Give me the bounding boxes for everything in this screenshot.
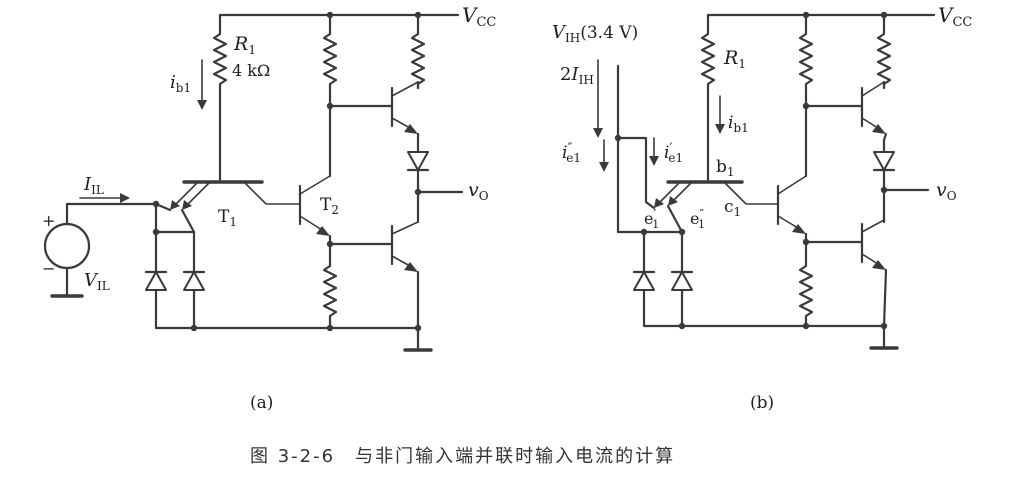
svg-text:e′1: e′1 — [644, 207, 659, 231]
svg-text:i″e1: i″e1 — [562, 141, 581, 165]
ib1-label-a: i — [170, 72, 176, 93]
svg-text:c1: c1 — [724, 197, 741, 219]
t2-label: T — [320, 195, 332, 215]
ie1p-label: i — [664, 143, 669, 163]
r1-label-b: R — [723, 47, 738, 69]
iih-label: I — [570, 64, 579, 85]
svg-text:vO: vO — [936, 179, 957, 203]
iil-label: I — [83, 174, 92, 195]
svg-text:vO: vO — [468, 179, 489, 203]
panel-b-circuit — [593, 11, 936, 350]
r1-sub-b: 1 — [738, 57, 746, 71]
svg-text:VIL: VIL — [84, 270, 110, 293]
svg-text:IIL: IIL — [83, 174, 104, 197]
vil-label: V — [84, 270, 99, 291]
c1-sub: 1 — [734, 205, 742, 219]
iil-sub: IL — [91, 183, 104, 197]
svg-text:R1: R1 — [723, 47, 746, 71]
vil-sub: IL — [97, 279, 110, 293]
panel-a-circuit — [43, 11, 464, 352]
ie1pp-mark: ″ — [567, 141, 572, 156]
vcc-label-b: V — [938, 3, 955, 27]
r1-sub-a: 1 — [248, 43, 256, 57]
vo-sub-b: O — [947, 189, 957, 203]
svg-text:T2: T2 — [320, 195, 339, 217]
vo-label-b: v — [936, 179, 947, 201]
svg-text:T1: T1 — [218, 207, 237, 229]
svg-text:ib1: ib1 — [728, 113, 749, 135]
svg-text:2IIH: 2IIH — [560, 64, 594, 87]
minus-sign: − — [42, 259, 55, 278]
t1-label: T — [218, 207, 230, 227]
e1pp-label: e — [690, 209, 699, 228]
e1p-sub: 1 — [652, 218, 659, 231]
panel-b-label: (b) — [750, 393, 774, 413]
svg-text:ib1: ib1 — [170, 72, 191, 95]
vih-sub: IH — [565, 31, 580, 45]
e1pp-mark: ″ — [699, 207, 704, 221]
ie1p-mark: ′ — [669, 141, 672, 156]
vih-value: (3.4 V) — [580, 23, 638, 43]
ib1-sub-b: b1 — [733, 121, 748, 135]
r1-value-a: 4 kΩ — [232, 61, 270, 80]
svg-text:VCC: VCC — [938, 3, 972, 30]
vcc-sub-a: CC — [476, 15, 496, 30]
svg-text:VCC: VCC — [462, 3, 496, 30]
svg-text:b1: b1 — [716, 157, 735, 179]
e1p-mark: ′ — [653, 207, 656, 221]
svg-text:e″1: e″1 — [690, 207, 705, 231]
ie1p-sub: e1 — [668, 151, 683, 165]
vo-sub-a: O — [479, 189, 489, 203]
panel-a-label: (a) — [250, 393, 273, 413]
svg-text:VIH(3.4 V): VIH(3.4 V) — [552, 22, 638, 45]
figure-caption: 图 3-2-6 与非门输入端并联时输入电流的计算 — [250, 446, 675, 467]
svg-text:R1: R1 — [233, 33, 256, 57]
b1-sub: 1 — [727, 165, 735, 179]
e1pp-sub: 1 — [698, 218, 705, 231]
vih-label: V — [552, 22, 567, 43]
panel-a-labels: VCC R1 4 kΩ ib1 IIL + − VIL T1 T2 vO (a) — [42, 3, 496, 413]
svg-text:i′e1: i′e1 — [664, 141, 683, 165]
r1-label-a: R — [233, 33, 248, 55]
panel-b-labels: VCC VIH(3.4 V) 2IIH R1 ib1 i″e1 i′e1 b1 … — [552, 3, 972, 413]
iih-coef: 2 — [560, 64, 571, 85]
iih-sub: IH — [579, 73, 594, 87]
b1-label: b — [716, 157, 727, 177]
t1-sub: 1 — [229, 215, 237, 229]
ie1pp-label: i — [562, 143, 567, 163]
vcc-sub-b: CC — [952, 15, 972, 30]
e1p-label: e — [644, 209, 653, 228]
c1-label: c — [724, 197, 734, 217]
plus-sign: + — [42, 211, 55, 230]
ie1pp-sub: e1 — [566, 151, 581, 165]
vo-label-a: v — [468, 179, 479, 201]
t2-sub: 2 — [331, 203, 339, 217]
ib1-label-b: i — [728, 113, 733, 133]
ib1-sub-a: b1 — [176, 81, 191, 95]
vcc-label-a: V — [462, 3, 479, 27]
